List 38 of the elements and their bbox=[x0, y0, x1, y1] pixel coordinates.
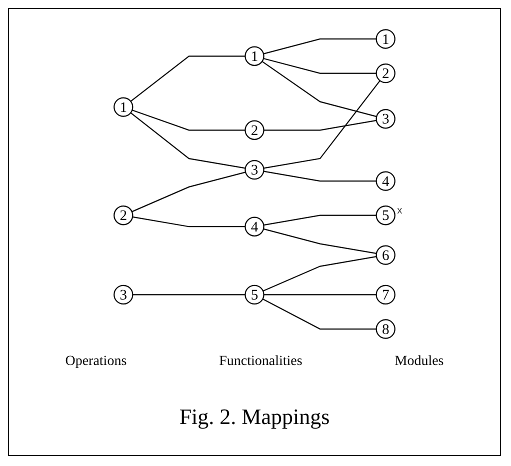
connector bbox=[132, 216, 246, 228]
node-circle: 2 bbox=[114, 206, 134, 226]
node-circle: 4 bbox=[376, 171, 396, 191]
connector bbox=[132, 172, 246, 212]
node-circle: 6 bbox=[376, 245, 396, 265]
connector bbox=[262, 298, 376, 330]
connector bbox=[130, 56, 246, 102]
connector bbox=[132, 110, 246, 131]
connector bbox=[264, 120, 377, 131]
node-circle: 2 bbox=[244, 120, 264, 140]
connector bbox=[264, 294, 376, 296]
column-label: Functionalities bbox=[219, 354, 302, 370]
connector bbox=[132, 294, 246, 296]
node-circle: 5 bbox=[376, 206, 396, 226]
connector bbox=[264, 214, 376, 226]
figure-caption: Fig. 2. Mappings bbox=[178, 404, 331, 430]
column-label: Operations bbox=[65, 354, 127, 370]
node-circle: 4 bbox=[244, 216, 264, 236]
node-circle: 1 bbox=[244, 46, 264, 66]
column-label: Modules bbox=[394, 354, 444, 370]
node-circle: 1 bbox=[376, 29, 396, 49]
connector bbox=[263, 228, 377, 254]
node-circle: 1 bbox=[114, 97, 134, 117]
connector bbox=[262, 256, 377, 292]
node-circle: 3 bbox=[244, 160, 264, 180]
node-circle: 3 bbox=[376, 109, 396, 129]
node-circle: 7 bbox=[376, 284, 396, 305]
connector bbox=[263, 38, 376, 54]
connector bbox=[262, 60, 377, 118]
connector bbox=[264, 170, 376, 182]
connector bbox=[264, 80, 380, 169]
node-note: x bbox=[397, 205, 402, 216]
node-circle: 3 bbox=[114, 284, 134, 305]
connector bbox=[130, 112, 246, 169]
node-circle: 5 bbox=[244, 284, 264, 305]
node-circle: 2 bbox=[376, 63, 396, 84]
connector bbox=[263, 58, 376, 74]
node-circle: 8 bbox=[376, 319, 396, 339]
